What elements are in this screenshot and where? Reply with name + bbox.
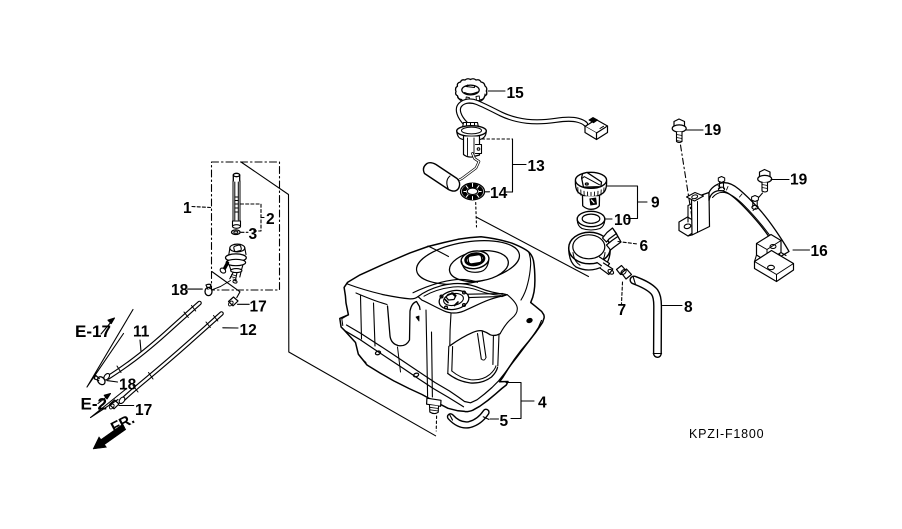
svg-text:18: 18: [171, 282, 189, 299]
svg-text:8: 8: [684, 299, 693, 316]
svg-text:2: 2: [266, 211, 275, 228]
svg-text:18: 18: [119, 377, 137, 394]
svg-text:16: 16: [811, 243, 829, 260]
svg-text:4: 4: [538, 395, 547, 412]
svg-text:9: 9: [651, 195, 660, 212]
svg-text:3: 3: [249, 226, 258, 243]
svg-text:1: 1: [183, 200, 192, 217]
svg-text:7: 7: [618, 302, 627, 319]
svg-text:14: 14: [490, 185, 508, 202]
svg-text:E-17: E-17: [75, 322, 111, 341]
svg-text:E-2: E-2: [81, 395, 107, 414]
svg-text:5: 5: [500, 413, 509, 430]
svg-text:10: 10: [614, 212, 631, 229]
svg-text:11: 11: [133, 324, 150, 341]
svg-text:15: 15: [507, 85, 525, 102]
svg-text:6: 6: [640, 238, 649, 255]
svg-text:19: 19: [790, 172, 808, 189]
svg-text:KPZI-F1800: KPZI-F1800: [689, 427, 764, 441]
svg-text:17: 17: [135, 402, 152, 419]
svg-text:17: 17: [250, 299, 267, 316]
svg-text:13: 13: [528, 158, 546, 175]
svg-text:12: 12: [240, 322, 257, 339]
svg-text:19: 19: [704, 122, 722, 139]
